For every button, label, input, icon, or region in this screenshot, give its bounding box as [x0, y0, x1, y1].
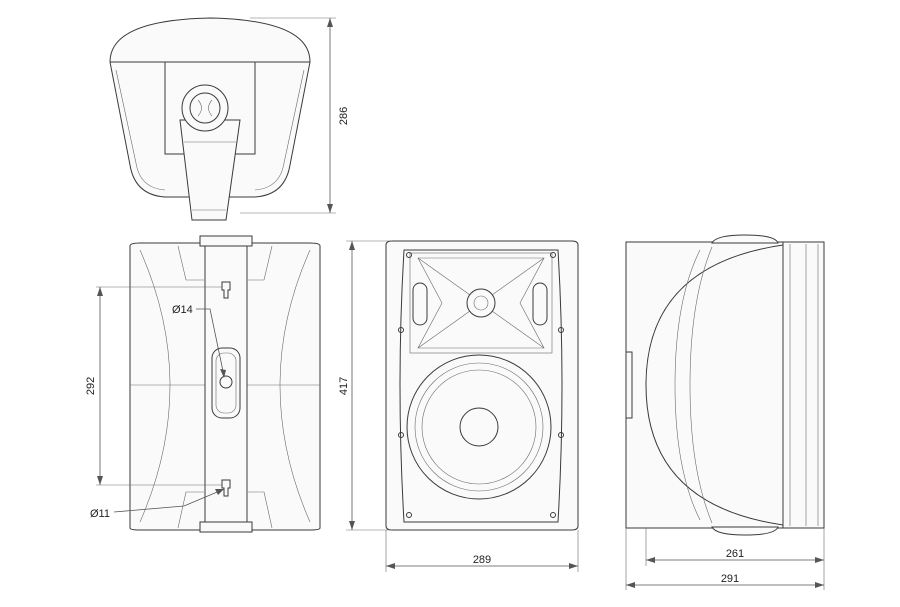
label-hole-spacing: 292	[85, 377, 97, 395]
callout-large-hole: Ø14	[172, 304, 226, 378]
dimension-side-depth-outer: 291	[625, 528, 825, 590]
dimension-hole-spacing: 292	[85, 286, 222, 486]
label-side-depth-outer: 291	[721, 573, 739, 585]
dimension-front-width: 289	[385, 530, 579, 572]
label-front-height: 417	[338, 377, 350, 395]
label-large-hole: Ø14	[172, 304, 193, 316]
dimension-top-height: 286	[240, 17, 350, 214]
side-view	[625, 234, 825, 536]
label-top-height: 286	[338, 107, 350, 125]
callout-small-hole: Ø11	[90, 489, 224, 520]
front-view	[385, 240, 579, 531]
top-view	[109, 17, 311, 221]
dimension-front-height: 417	[338, 240, 392, 531]
dimension-side-depth-inner: 261	[645, 528, 825, 566]
label-small-hole: Ø11	[90, 508, 110, 520]
label-side-depth-inner: 261	[726, 548, 744, 560]
label-front-width: 289	[473, 554, 491, 566]
rear-view	[129, 235, 321, 533]
